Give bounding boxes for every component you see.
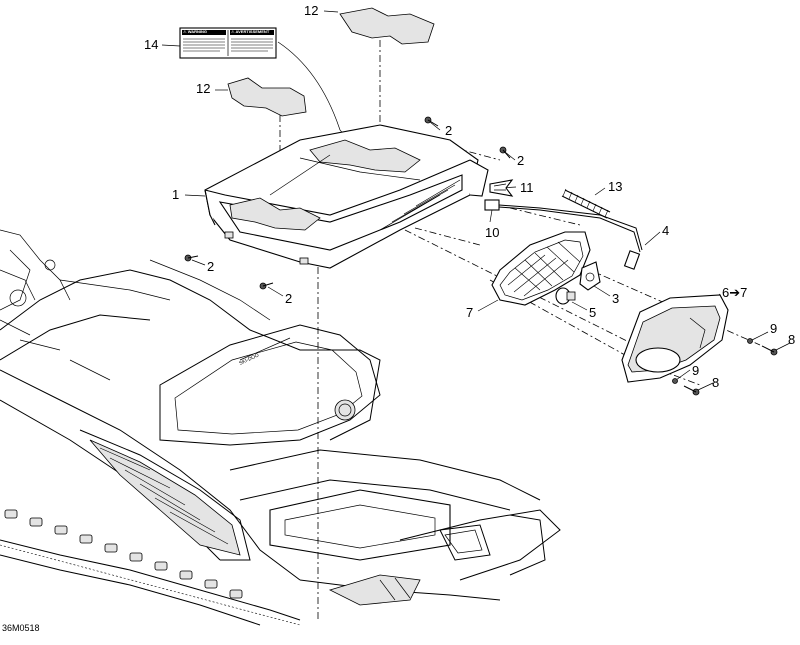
decal-heading-left: ⚠ WARNING <box>183 29 208 34</box>
callout-2-bottom: 2 <box>285 291 293 306</box>
arrow-right-icon: ➔ <box>729 285 741 300</box>
callout-2-left: 2 <box>207 259 215 274</box>
part-7-taillight-housing <box>491 231 591 306</box>
part-12-pad-lower <box>227 77 307 117</box>
callout-10: 10 <box>485 225 500 240</box>
part-8-bolts <box>683 345 778 396</box>
part-11-clip <box>489 179 514 197</box>
part-14-warning-decal <box>179 27 277 59</box>
bolt-icon <box>761 345 778 356</box>
callout-5: 5 <box>589 305 597 320</box>
callout-13: 13 <box>608 179 623 194</box>
callout-4: 4 <box>662 223 670 238</box>
part-2-screws <box>184 116 511 290</box>
callout-11: 11 <box>520 180 534 195</box>
callout-8-bottom: 8 <box>712 375 720 390</box>
part-6-taillight-lens <box>621 294 729 383</box>
diagram-reference-code: 36M0518 <box>2 623 40 633</box>
callout-9-right: 9 <box>770 321 778 336</box>
bolt-icon <box>683 385 700 396</box>
callout-12-top: 12 <box>304 3 319 18</box>
callout-6-target: 7 <box>740 285 748 300</box>
screw-icon <box>184 254 199 262</box>
screw-icon <box>499 146 511 159</box>
callout-12-left: 12 <box>196 81 211 96</box>
callout-6-to-7: 6➔7 <box>722 286 747 300</box>
part-9-washers <box>672 338 753 384</box>
part-13-spring-sleeve <box>561 188 611 219</box>
callout-7: 7 <box>466 305 474 320</box>
part-12-pad-upper <box>339 7 435 45</box>
callout-1: 1 <box>172 187 180 202</box>
decal-heading-right: ⚠ AVERTISSEMENT <box>231 29 270 34</box>
callout-8-right: 8 <box>788 332 796 347</box>
screw-icon <box>259 282 274 290</box>
part-1-rear-rack <box>204 124 489 269</box>
callout-2-top: 2 <box>445 123 453 138</box>
svg-text:SKI-DOO: SKI-DOO <box>238 352 260 366</box>
callout-6: 6 <box>722 285 730 300</box>
callout-3: 3 <box>612 291 620 306</box>
part-5-bulb <box>555 287 576 305</box>
callout-2-right: 2 <box>517 153 525 168</box>
callout-9-bottom: 9 <box>692 363 700 378</box>
track-perforations <box>4 509 243 599</box>
leader-lines <box>161 10 791 391</box>
part-3-bulb-socket <box>579 261 601 291</box>
callout-14: 14 <box>144 37 159 52</box>
snowmobile-chassis: SKI-DOO <box>0 229 561 626</box>
screw-icon <box>424 116 439 127</box>
